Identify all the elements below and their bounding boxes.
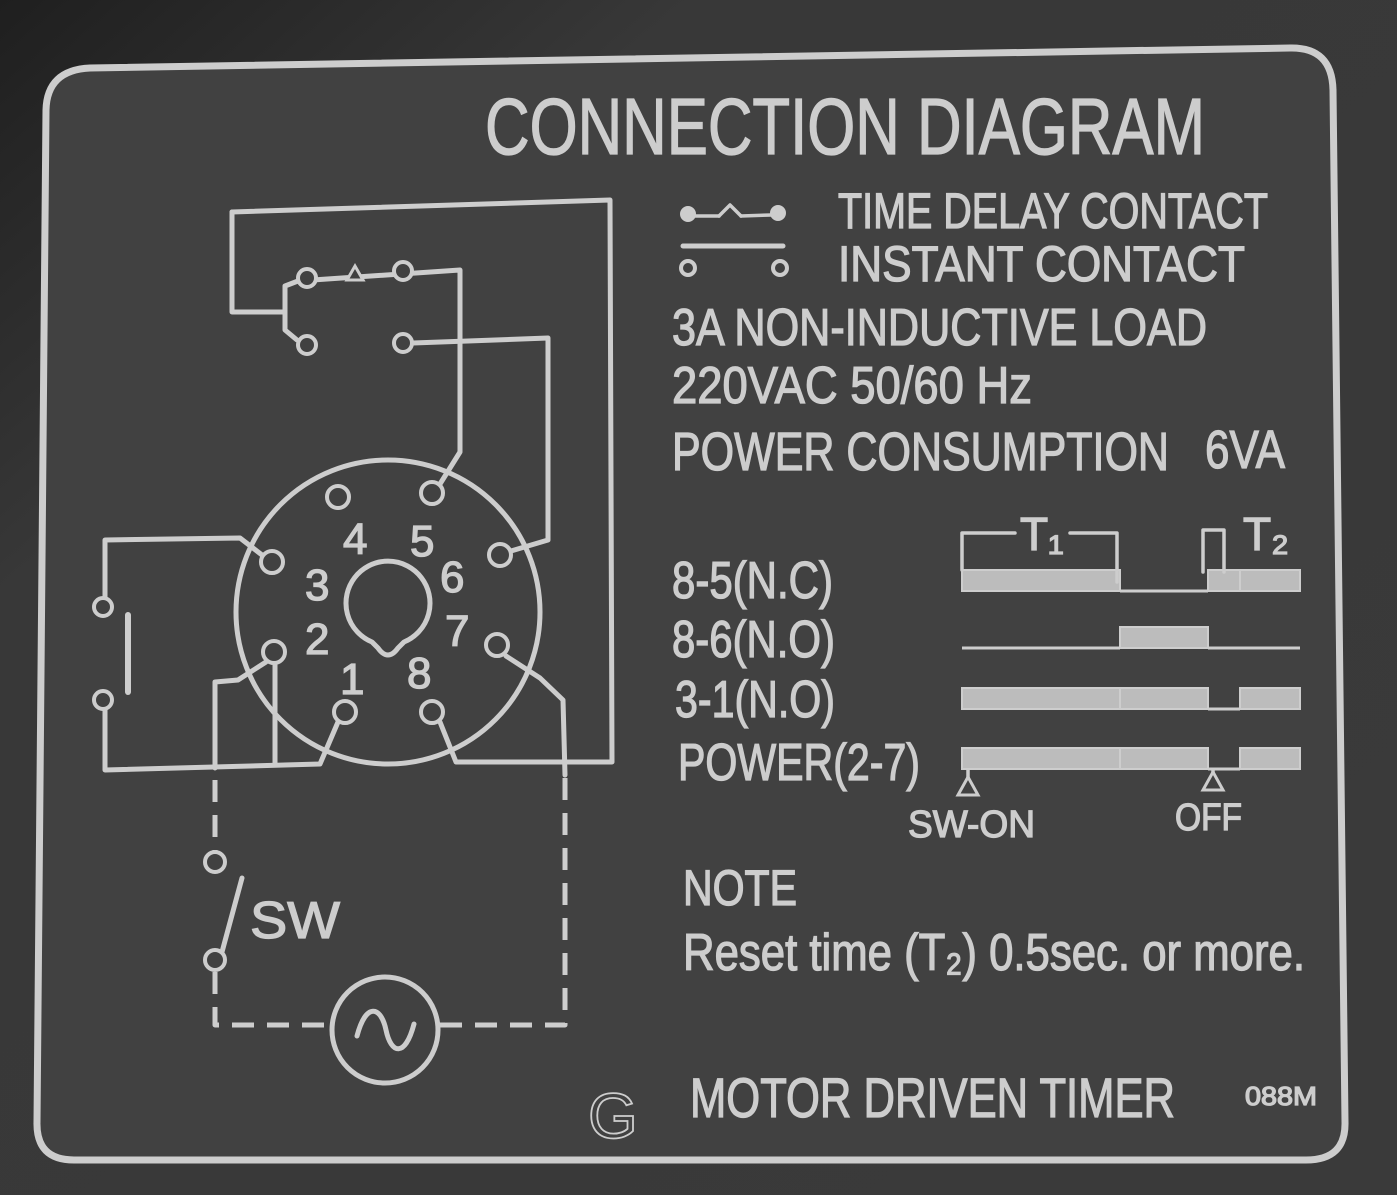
wire-time-delay-contact bbox=[282, 267, 463, 487]
wire-pin7 bbox=[503, 653, 568, 778]
pin-number-7: 7 bbox=[445, 607, 469, 656]
spec-power-label: POWER CONSUMPTION bbox=[672, 422, 1169, 482]
pin-terminal-6 bbox=[487, 542, 513, 568]
wire-power-bottom-left bbox=[212, 972, 332, 1028]
sw-on-label: SW-ON bbox=[908, 804, 1035, 846]
timing-segment-row1-phase4 bbox=[1239, 569, 1301, 592]
pin-terminal-8 bbox=[419, 699, 445, 725]
timing-row-label: 3-1(N.O) bbox=[675, 671, 835, 729]
instant-contact-icon bbox=[679, 243, 789, 277]
wire-pin2-power bbox=[212, 659, 269, 771]
timing-segment-row4-phase2 bbox=[1119, 747, 1209, 770]
pin-terminal-3 bbox=[259, 549, 285, 575]
timing-segment-row4-phase1 bbox=[961, 747, 1121, 770]
page-title: CONNECTION DIAGRAM bbox=[485, 82, 1205, 171]
product-name: MOTOR DRIVEN TIMER bbox=[690, 1066, 1175, 1129]
wire-left-to-contacts bbox=[229, 209, 288, 315]
legend-time-delay-label: TIME DELAY CONTACT bbox=[838, 183, 1268, 239]
time-delay-contact-icon bbox=[680, 203, 786, 222]
diagram-instant-contact-icon bbox=[296, 332, 414, 356]
off-marker-icon bbox=[1200, 768, 1226, 792]
timing-segment-row3-phase2 bbox=[1119, 687, 1209, 710]
socket-key bbox=[343, 558, 433, 658]
note-text: Reset time (T₂) 0.5sec. or more. bbox=[683, 924, 1305, 982]
pin-number-4: 4 bbox=[343, 515, 367, 564]
wire-instant-contact-right bbox=[410, 335, 551, 554]
ac-source-icon bbox=[329, 974, 441, 1086]
timing-row-label: POWER(2-7) bbox=[678, 734, 920, 792]
switch-icon bbox=[203, 850, 245, 972]
pin-terminal-7 bbox=[484, 632, 510, 658]
pin-terminal-4 bbox=[325, 484, 351, 510]
off-label: OFF bbox=[1175, 797, 1242, 839]
spec-power-value: 6VA bbox=[1205, 420, 1285, 480]
timing-row-label: 8-6(N.O) bbox=[672, 611, 835, 669]
timing-chart: T₁ T₂ 8-5(N.C) 8-6(N.O) 3-1(N.O) POWER(2… bbox=[671, 507, 1301, 847]
sw-on-marker-icon bbox=[955, 768, 981, 797]
t2-bracket bbox=[1201, 528, 1226, 574]
timing-segment-row1-phase1 bbox=[961, 569, 1121, 592]
diagram-time-delay-contact-icon bbox=[296, 260, 414, 289]
pin-terminal-2 bbox=[261, 639, 287, 665]
t1-label: T₁ bbox=[1020, 508, 1064, 560]
timing-segment-row3-phase4 bbox=[1239, 687, 1301, 710]
pin-terminal-1 bbox=[332, 699, 358, 725]
legend-instant-label: INSTANT CONTACT bbox=[838, 236, 1245, 292]
pin-number-8: 8 bbox=[407, 649, 431, 698]
spec-supply: 220VAC 50/60 Hz bbox=[672, 357, 1032, 415]
load-contact-icon bbox=[92, 596, 131, 711]
timing-segment-row2-phase2 bbox=[1119, 626, 1209, 649]
t2-label: T₂ bbox=[1243, 508, 1289, 560]
timing-segment-row1-phase3 bbox=[1207, 569, 1241, 592]
manufacturer-mark: G bbox=[588, 1080, 638, 1152]
wire-power-right bbox=[440, 778, 568, 1028]
switch-label: SW bbox=[250, 892, 340, 950]
timing-row-label: 8-5(N.C) bbox=[672, 552, 833, 610]
socket-outline bbox=[233, 457, 543, 767]
spec-load: 3A NON-INDUCTIVE LOAD bbox=[672, 299, 1207, 357]
t1-bracket bbox=[960, 531, 1119, 584]
pin-number-5: 5 bbox=[410, 517, 434, 566]
product-code: 088M bbox=[1245, 1081, 1317, 1111]
pin-number-6: 6 bbox=[440, 553, 464, 602]
wire-instant-contact-left bbox=[282, 309, 300, 343]
timing-segment-row3-phase1 bbox=[961, 687, 1121, 710]
timing-segment-row4-phase4 bbox=[1239, 747, 1301, 770]
pin-terminal-5 bbox=[419, 480, 445, 506]
pin-number-1: 1 bbox=[340, 655, 364, 704]
octal-socket: 1 2 3 4 5 6 7 8 bbox=[233, 457, 543, 767]
plate-border bbox=[33, 44, 1349, 1164]
pin-number-3: 3 bbox=[305, 561, 329, 610]
pin-number-2: 2 bbox=[305, 615, 329, 664]
note-heading: NOTE bbox=[683, 860, 797, 916]
timing-bars bbox=[961, 569, 1301, 771]
